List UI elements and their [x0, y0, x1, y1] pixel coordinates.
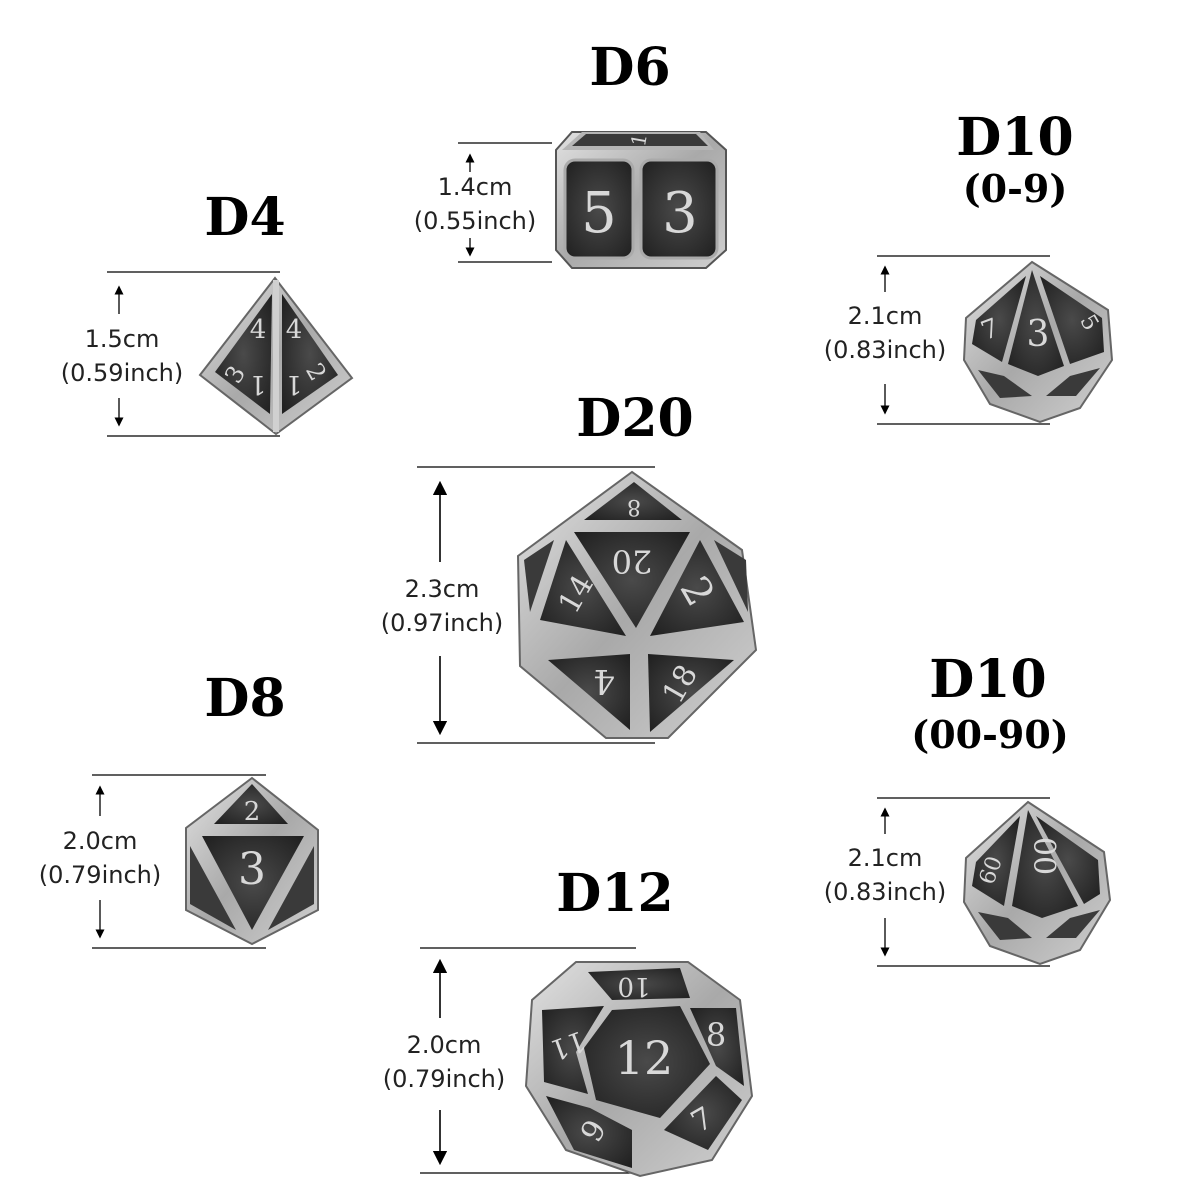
size-inch: (0.79inch) [38, 861, 162, 889]
d4-face-number: 4 [250, 315, 267, 345]
size-cm: 2.0cm [406, 1031, 482, 1059]
d20-face-number: 4 [593, 661, 615, 701]
d10-die: 7 3 5 [962, 260, 1114, 424]
d12-dimension-label: 2.0cm (0.79inch) [364, 1028, 524, 1096]
d4-face-number: 1 [286, 369, 303, 399]
d20-title: D20 [576, 388, 694, 449]
d8-face-number: 2 [244, 797, 261, 827]
d12-die: 10 11 12 8 7 6 [524, 961, 754, 1178]
size-cm: 1.5cm [84, 325, 160, 353]
d12-face-number: 12 [615, 1031, 674, 1085]
size-inch: (0.55inch) [413, 207, 537, 235]
d4-face-number: 4 [286, 315, 303, 345]
d4-dimension-lines [107, 271, 280, 437]
d12-dimension-lines [420, 947, 636, 1174]
d10-title: D10 [956, 107, 1074, 168]
size-cm: 2.3cm [404, 575, 480, 603]
d10-face-number: 00 [1026, 837, 1061, 875]
size-inch: (0.59inch) [60, 359, 184, 387]
d20-dimension-lines [417, 466, 655, 744]
d20-face-number: 20 [612, 542, 653, 580]
d12-face-number: 8 [706, 1016, 726, 1054]
d6-face-number: 5 [581, 181, 617, 246]
size-cm: 2.1cm [847, 302, 923, 330]
d8-face-number: 3 [238, 844, 266, 895]
d8-title: D8 [204, 668, 286, 729]
size-cm: 2.1cm [847, 844, 923, 872]
d10-dimension-lines [877, 255, 1050, 425]
size-inch: (0.79inch) [382, 1065, 506, 1093]
d10-die: 60 00 [962, 800, 1112, 966]
d6-face-number: 3 [662, 181, 698, 246]
d20-die: 8 20 14 2 4 18 [516, 470, 758, 739]
d6-dimension-lines [458, 142, 552, 263]
d8-die: 2 3 [185, 776, 319, 946]
d10-range-label: (00-90) [911, 712, 1069, 757]
d12-title: D12 [556, 863, 674, 924]
d8-dimension-lines [92, 774, 266, 949]
d10-dimension-label: 2.1cm (0.83inch) [805, 841, 965, 909]
d10-range-label: (0-9) [962, 166, 1068, 211]
d12-face-number: 10 [617, 971, 650, 1001]
d10-dimension-label: 2.1cm (0.83inch) [805, 299, 965, 367]
d6-title: D6 [589, 37, 671, 98]
d4-title: D4 [204, 187, 286, 248]
d10-title: D10 [929, 649, 1047, 710]
d4-face-number: 1 [250, 369, 267, 399]
d6-face-number: 1 [626, 131, 652, 148]
size-cm: 2.0cm [62, 827, 138, 855]
size-inch: (0.97inch) [380, 609, 504, 637]
d20-dimension-label: 2.3cm (0.97inch) [362, 572, 522, 640]
d6-die: 1 5 3 [555, 131, 727, 269]
d10-face-number: 3 [1027, 314, 1050, 355]
size-inch: (0.83inch) [823, 336, 947, 364]
d4-dimension-label: 1.5cm (0.59inch) [42, 322, 202, 390]
d4-die: 4 3 1 4 2 1 [198, 276, 354, 436]
d6-dimension-label: 1.4cm (0.55inch) [395, 170, 555, 238]
d20-face-number: 8 [627, 494, 641, 519]
size-cm: 1.4cm [437, 173, 513, 201]
d8-dimension-label: 2.0cm (0.79inch) [20, 824, 180, 892]
d10-dimension-lines [877, 797, 1050, 967]
size-inch: (0.83inch) [823, 878, 947, 906]
